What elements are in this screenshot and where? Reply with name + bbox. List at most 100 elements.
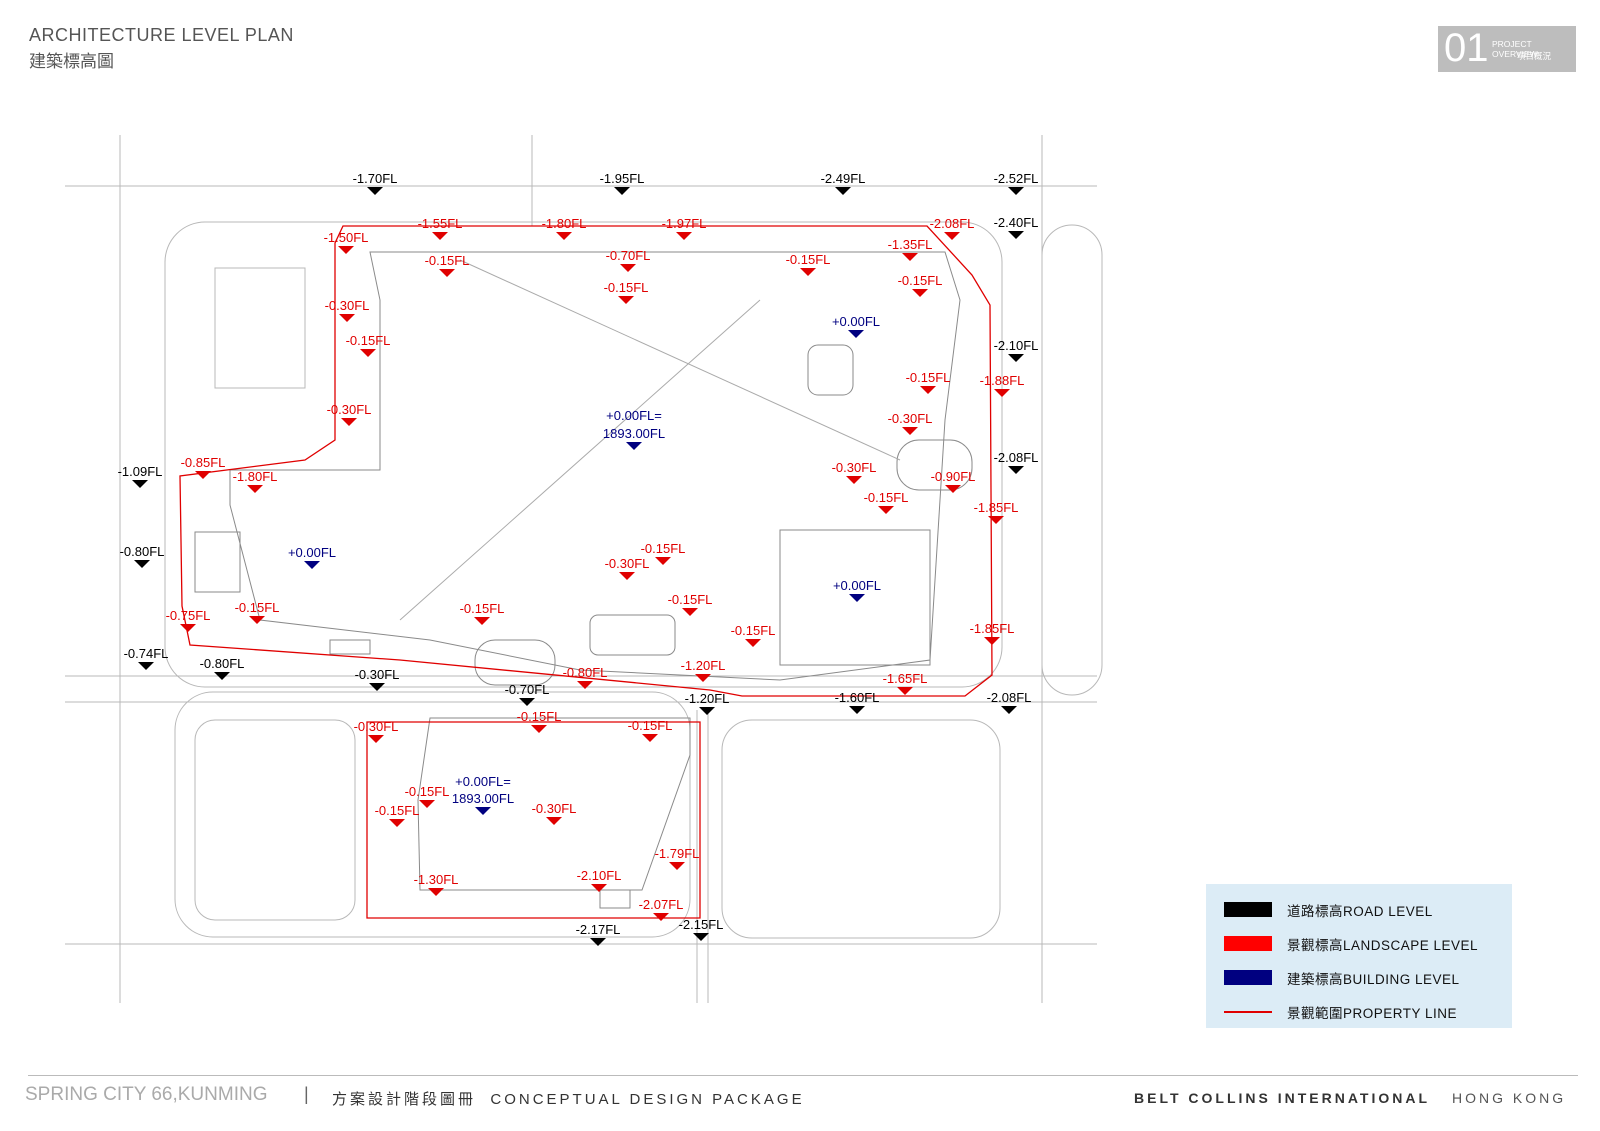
road-level-label: -1.60FL xyxy=(835,690,880,705)
road-level-marker xyxy=(214,672,230,680)
road-level-marker xyxy=(519,698,535,706)
landscape-level-label: -2.07FL xyxy=(639,897,684,912)
landscape-level-label: -1.55FL xyxy=(418,216,463,231)
footer-package-en: CONCEPTUAL DESIGN PACKAGE xyxy=(490,1091,805,1108)
building-level-marker xyxy=(475,807,491,815)
road-level-marker xyxy=(693,933,709,941)
landscape-level-marker xyxy=(432,232,448,240)
landscape-level-marker xyxy=(249,616,265,624)
landscape-level-label: -1.50FL xyxy=(324,230,369,245)
landscape-level-label: -0.15FL xyxy=(668,592,713,607)
road-level-marker xyxy=(849,706,865,714)
road-level-label: -1.95FL xyxy=(600,171,645,186)
landscape-level-label: -0.15FL xyxy=(731,623,776,638)
building-level-label: +0.00FL= xyxy=(455,774,511,789)
road-level-label: -1.20FL xyxy=(685,691,730,706)
landscape-level-marker xyxy=(902,427,918,435)
landscape-level-marker xyxy=(655,557,671,565)
landscape-level-marker xyxy=(846,476,862,484)
legend-label-building: 建築標高BUILDING LEVEL xyxy=(1287,972,1460,987)
building-level-marker xyxy=(848,330,864,338)
page-title: ARCHITECTURE LEVEL PLAN xyxy=(29,25,294,45)
landscape-level-label: -1.80FL xyxy=(233,469,278,484)
landscape-level-label: -0.15FL xyxy=(864,490,909,505)
landscape-level-marker xyxy=(368,735,384,743)
road-grid xyxy=(65,135,1103,1003)
road-level-label: -1.09FL xyxy=(118,464,163,479)
landscape-level-marker xyxy=(676,232,692,240)
landscape-level-marker xyxy=(669,862,685,870)
road-level-marker xyxy=(1008,187,1024,195)
landscape-level-label: -0.15FL xyxy=(604,280,649,295)
road-level-marker xyxy=(134,560,150,568)
legend-label-landscape: 景觀標高LANDSCAPE LEVEL xyxy=(1287,938,1479,953)
road-level-marker xyxy=(369,683,385,691)
section-badge: 01 PROJECT OVERVIEW 項目概況 xyxy=(1438,26,1576,72)
building-level-marker xyxy=(304,561,320,569)
landscape-level-marker xyxy=(338,246,354,254)
road-level-marker xyxy=(1008,466,1024,474)
landscape-level-marker xyxy=(474,617,490,625)
landscape-level-marker xyxy=(984,637,1000,645)
building-level-label: 1893.00FL xyxy=(452,791,514,806)
level-markers: -1.70FL-1.95FL-2.49FL-2.52FL-2.40FL-2.10… xyxy=(118,171,1039,946)
landscape-level-label: -0.30FL xyxy=(354,719,399,734)
road-level-label: -0.70FL xyxy=(505,682,550,697)
landscape-level-marker xyxy=(619,572,635,580)
landscape-level-label: -0.15FL xyxy=(346,333,391,348)
footer-separator: | xyxy=(304,1084,309,1104)
property-line-south xyxy=(366,721,701,919)
landscape-level-marker xyxy=(618,296,634,304)
landscape-level-label: -1.20FL xyxy=(681,658,726,673)
footer-project: SPRING CITY 66,KUNMING xyxy=(25,1084,268,1105)
landscape-level-marker xyxy=(878,506,894,514)
road-level-label: -2.49FL xyxy=(821,171,866,186)
road-level-marker xyxy=(1008,231,1024,239)
road-level-marker xyxy=(132,480,148,488)
road-level-marker xyxy=(590,938,606,946)
landscape-level-label: -0.30FL xyxy=(327,402,372,417)
road-level-marker xyxy=(1001,706,1017,714)
landscape-level-label: -1.88FL xyxy=(980,373,1025,388)
footer-package: 方案設計階段圖冊 CONCEPTUAL DESIGN PACKAGE xyxy=(332,1088,805,1109)
road-level-label: -2.15FL xyxy=(679,917,724,932)
landscape-level-label: -1.65FL xyxy=(883,671,928,686)
landscape-level-marker xyxy=(195,471,211,479)
road-level-label: -0.80FL xyxy=(200,656,245,671)
landscape-level-marker xyxy=(920,386,936,394)
landscape-level-marker xyxy=(642,734,658,742)
building-footprints xyxy=(194,251,973,909)
landscape-level-marker xyxy=(745,639,761,647)
landscape-level-marker xyxy=(556,232,572,240)
road-level-marker xyxy=(614,187,630,195)
landscape-level-label: -2.08FL xyxy=(930,216,975,231)
landscape-level-marker xyxy=(591,884,607,892)
landscape-level-marker xyxy=(389,819,405,827)
road-level-label: -2.40FL xyxy=(994,215,1039,230)
road-level-marker xyxy=(138,662,154,670)
road-level-label: -2.08FL xyxy=(987,690,1032,705)
landscape-level-marker xyxy=(682,608,698,616)
landscape-level-label: -1.97FL xyxy=(662,216,707,231)
landscape-level-marker xyxy=(994,389,1010,397)
landscape-level-label: -1.35FL xyxy=(888,237,933,252)
footer-city: HONG KONG xyxy=(1452,1090,1567,1106)
landscape-level-label: -0.15FL xyxy=(786,252,831,267)
building-level-label: +0.00FL xyxy=(833,578,881,593)
page-subtitle: 建築標高圖 xyxy=(29,52,114,71)
building-level-marker xyxy=(626,442,642,450)
legend-swatch-road xyxy=(1224,902,1272,917)
landscape-level-marker xyxy=(620,264,636,272)
road-level-label: -1.70FL xyxy=(353,171,398,186)
landscape-level-marker xyxy=(944,232,960,240)
road-level-label: -2.17FL xyxy=(576,922,621,937)
landscape-level-marker xyxy=(360,349,376,357)
landscape-level-label: -2.10FL xyxy=(577,868,622,883)
landscape-level-label: -0.70FL xyxy=(606,248,651,263)
landscape-level-marker xyxy=(439,269,455,277)
landscape-level-label: -0.85FL xyxy=(181,455,226,470)
landscape-level-label: -0.30FL xyxy=(325,298,370,313)
landscape-level-label: -0.15FL xyxy=(628,718,673,733)
landscape-level-marker xyxy=(531,725,547,733)
